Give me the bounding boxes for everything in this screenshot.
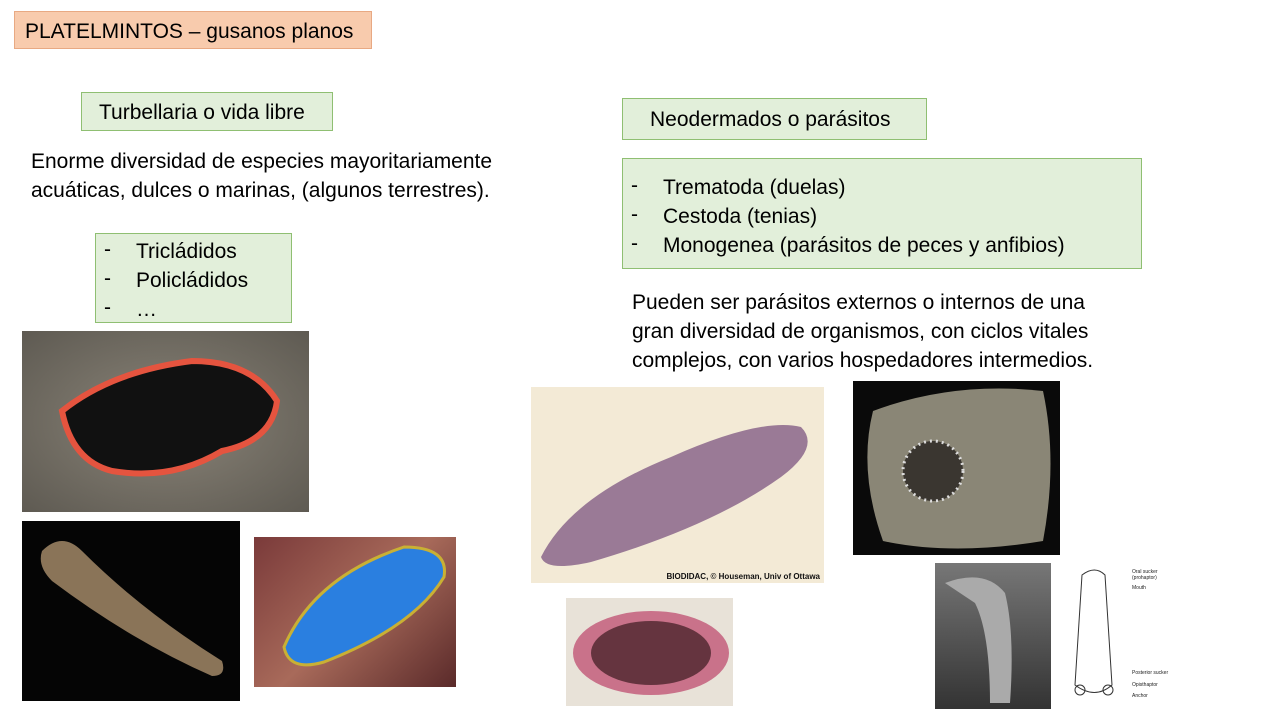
turbellaria-list: Tricládidos Policládidos … — [95, 233, 292, 323]
monogenea-sem-photo — [935, 563, 1051, 709]
diagram-label: Anchor — [1132, 693, 1148, 699]
neodermata-list: Trematoda (duelas) Cestoda (tenias) Mono… — [622, 158, 1142, 269]
neodermata-description: Pueden ser parásitos externos o internos… — [632, 291, 1094, 372]
trematode-photo: BIODIDAC, © Houseman, Univ of Ottawa — [531, 387, 824, 583]
cestode-scolex-photo — [853, 381, 1060, 555]
diagram-label: Posterior sucker — [1132, 670, 1169, 676]
list-item: Trematoda (duelas) — [623, 171, 1141, 202]
monogenea-diagram: Oral sucker (prohaptor) Mouth Posterior … — [1060, 565, 1180, 715]
slide-title: PLATELMINTOS – gusanos planos — [14, 11, 372, 49]
diagram-label: Opisthaptor — [1132, 682, 1158, 688]
list-item: … — [96, 293, 291, 324]
planarian-photo — [22, 521, 240, 701]
fluke-stained-photo — [566, 598, 733, 706]
neodermata-heading: Neodermados o parásitos — [622, 98, 927, 140]
blue-flatworm-photo — [254, 537, 456, 687]
polyclad-photo — [22, 331, 309, 512]
diagram-label: Oral sucker (prohaptor) — [1132, 569, 1158, 581]
turbellaria-heading: Turbellaria o vida libre — [81, 92, 333, 131]
list-item: Tricládidos — [96, 235, 291, 266]
diagram-label: Mouth — [1132, 585, 1146, 591]
list-item: Monogenea (parásitos de peces y anfibios… — [623, 229, 1141, 260]
turbellaria-description: Enorme diversidad de especies mayoritari… — [31, 150, 493, 202]
image-caption: BIODIDAC, © Houseman, Univ of Ottawa — [666, 572, 820, 581]
list-item: Cestoda (tenias) — [623, 200, 1141, 231]
list-item: Policládidos — [96, 264, 291, 295]
